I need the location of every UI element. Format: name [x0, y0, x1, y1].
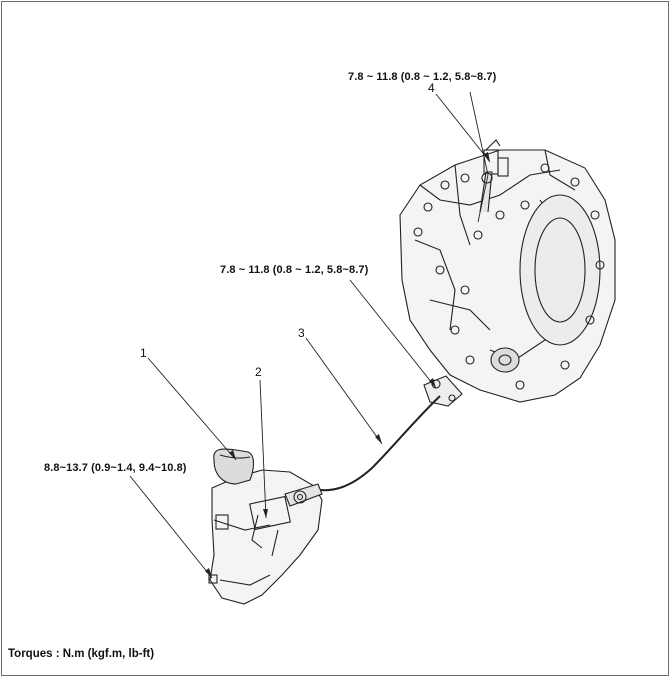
cable-end-fitting [479, 171, 493, 213]
torque-label-transaxle-top: 7.8 ~ 11.8 (0.8 ~ 1.2, 5.8~8.7) [348, 71, 497, 83]
shift-cable [309, 395, 441, 492]
callout-2: 2 [255, 365, 262, 379]
leader-torque-mid [349, 279, 437, 389]
leader-callout-2 [259, 379, 267, 519]
torque-label-shift-lever: 8.8~13.7 (0.9~1.4, 9.4~10.8) [44, 462, 187, 474]
leader-callout-4 [435, 93, 491, 163]
transaxle-housing [399, 139, 616, 403]
callout-1: 1 [140, 346, 147, 360]
leader-callout-1 [147, 357, 237, 461]
torque-units-note: Torques : N.m (kgf.m, lb-ft) [8, 648, 155, 660]
leader-torque-left [129, 475, 213, 579]
leader-torque-top-2 [477, 174, 489, 223]
callout-4: 4 [428, 81, 435, 95]
torque-label-cable-bracket: 7.8 ~ 11.8 (0.8 ~ 1.2, 5.8~8.7) [220, 264, 369, 276]
callout-3: 3 [298, 326, 305, 340]
leader-callout-3 [305, 337, 383, 445]
leader-torque-top [469, 91, 489, 176]
shift-lever-assembly [208, 448, 323, 605]
